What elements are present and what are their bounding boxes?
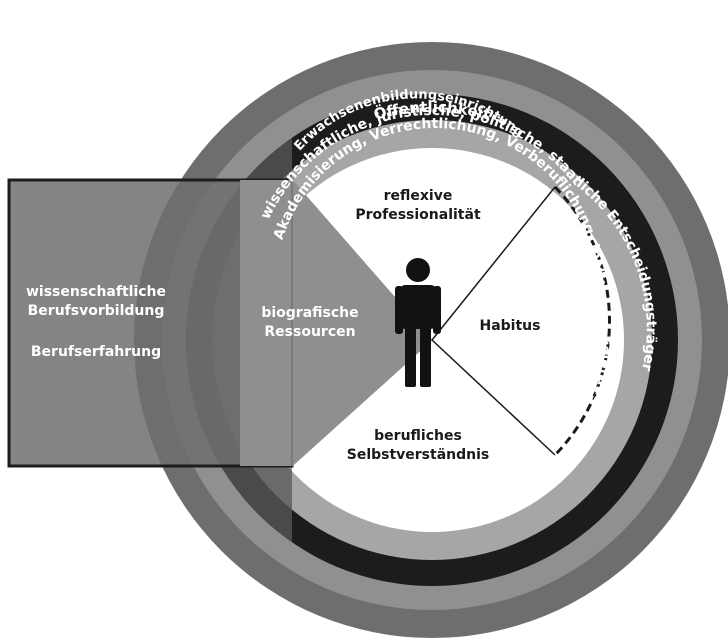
label-professionalitaet: Professionalität (355, 207, 481, 223)
person-icon (395, 258, 441, 387)
label-berufsvorbildung: Berufsvorbildung (28, 303, 165, 319)
wedge-biographical (240, 180, 432, 466)
label-selbstverstaendnis: Selbstverständnis (347, 447, 490, 463)
label-wissenschaftliche: wissenschaftliche (26, 284, 166, 300)
label-reflexive: reflexive (384, 188, 453, 204)
label-habitus: Habitus (480, 318, 541, 334)
habitus-dashed-arc (553, 185, 611, 457)
divider-top-right (431, 186, 556, 341)
label-berufserfahrung: Berufserfahrung (31, 344, 161, 360)
label-berufliches: berufliches (374, 428, 462, 444)
divider-bottom-right (431, 339, 556, 456)
label-biografische: biografische (261, 305, 358, 321)
label-ressourcen: Ressourcen (264, 324, 355, 340)
